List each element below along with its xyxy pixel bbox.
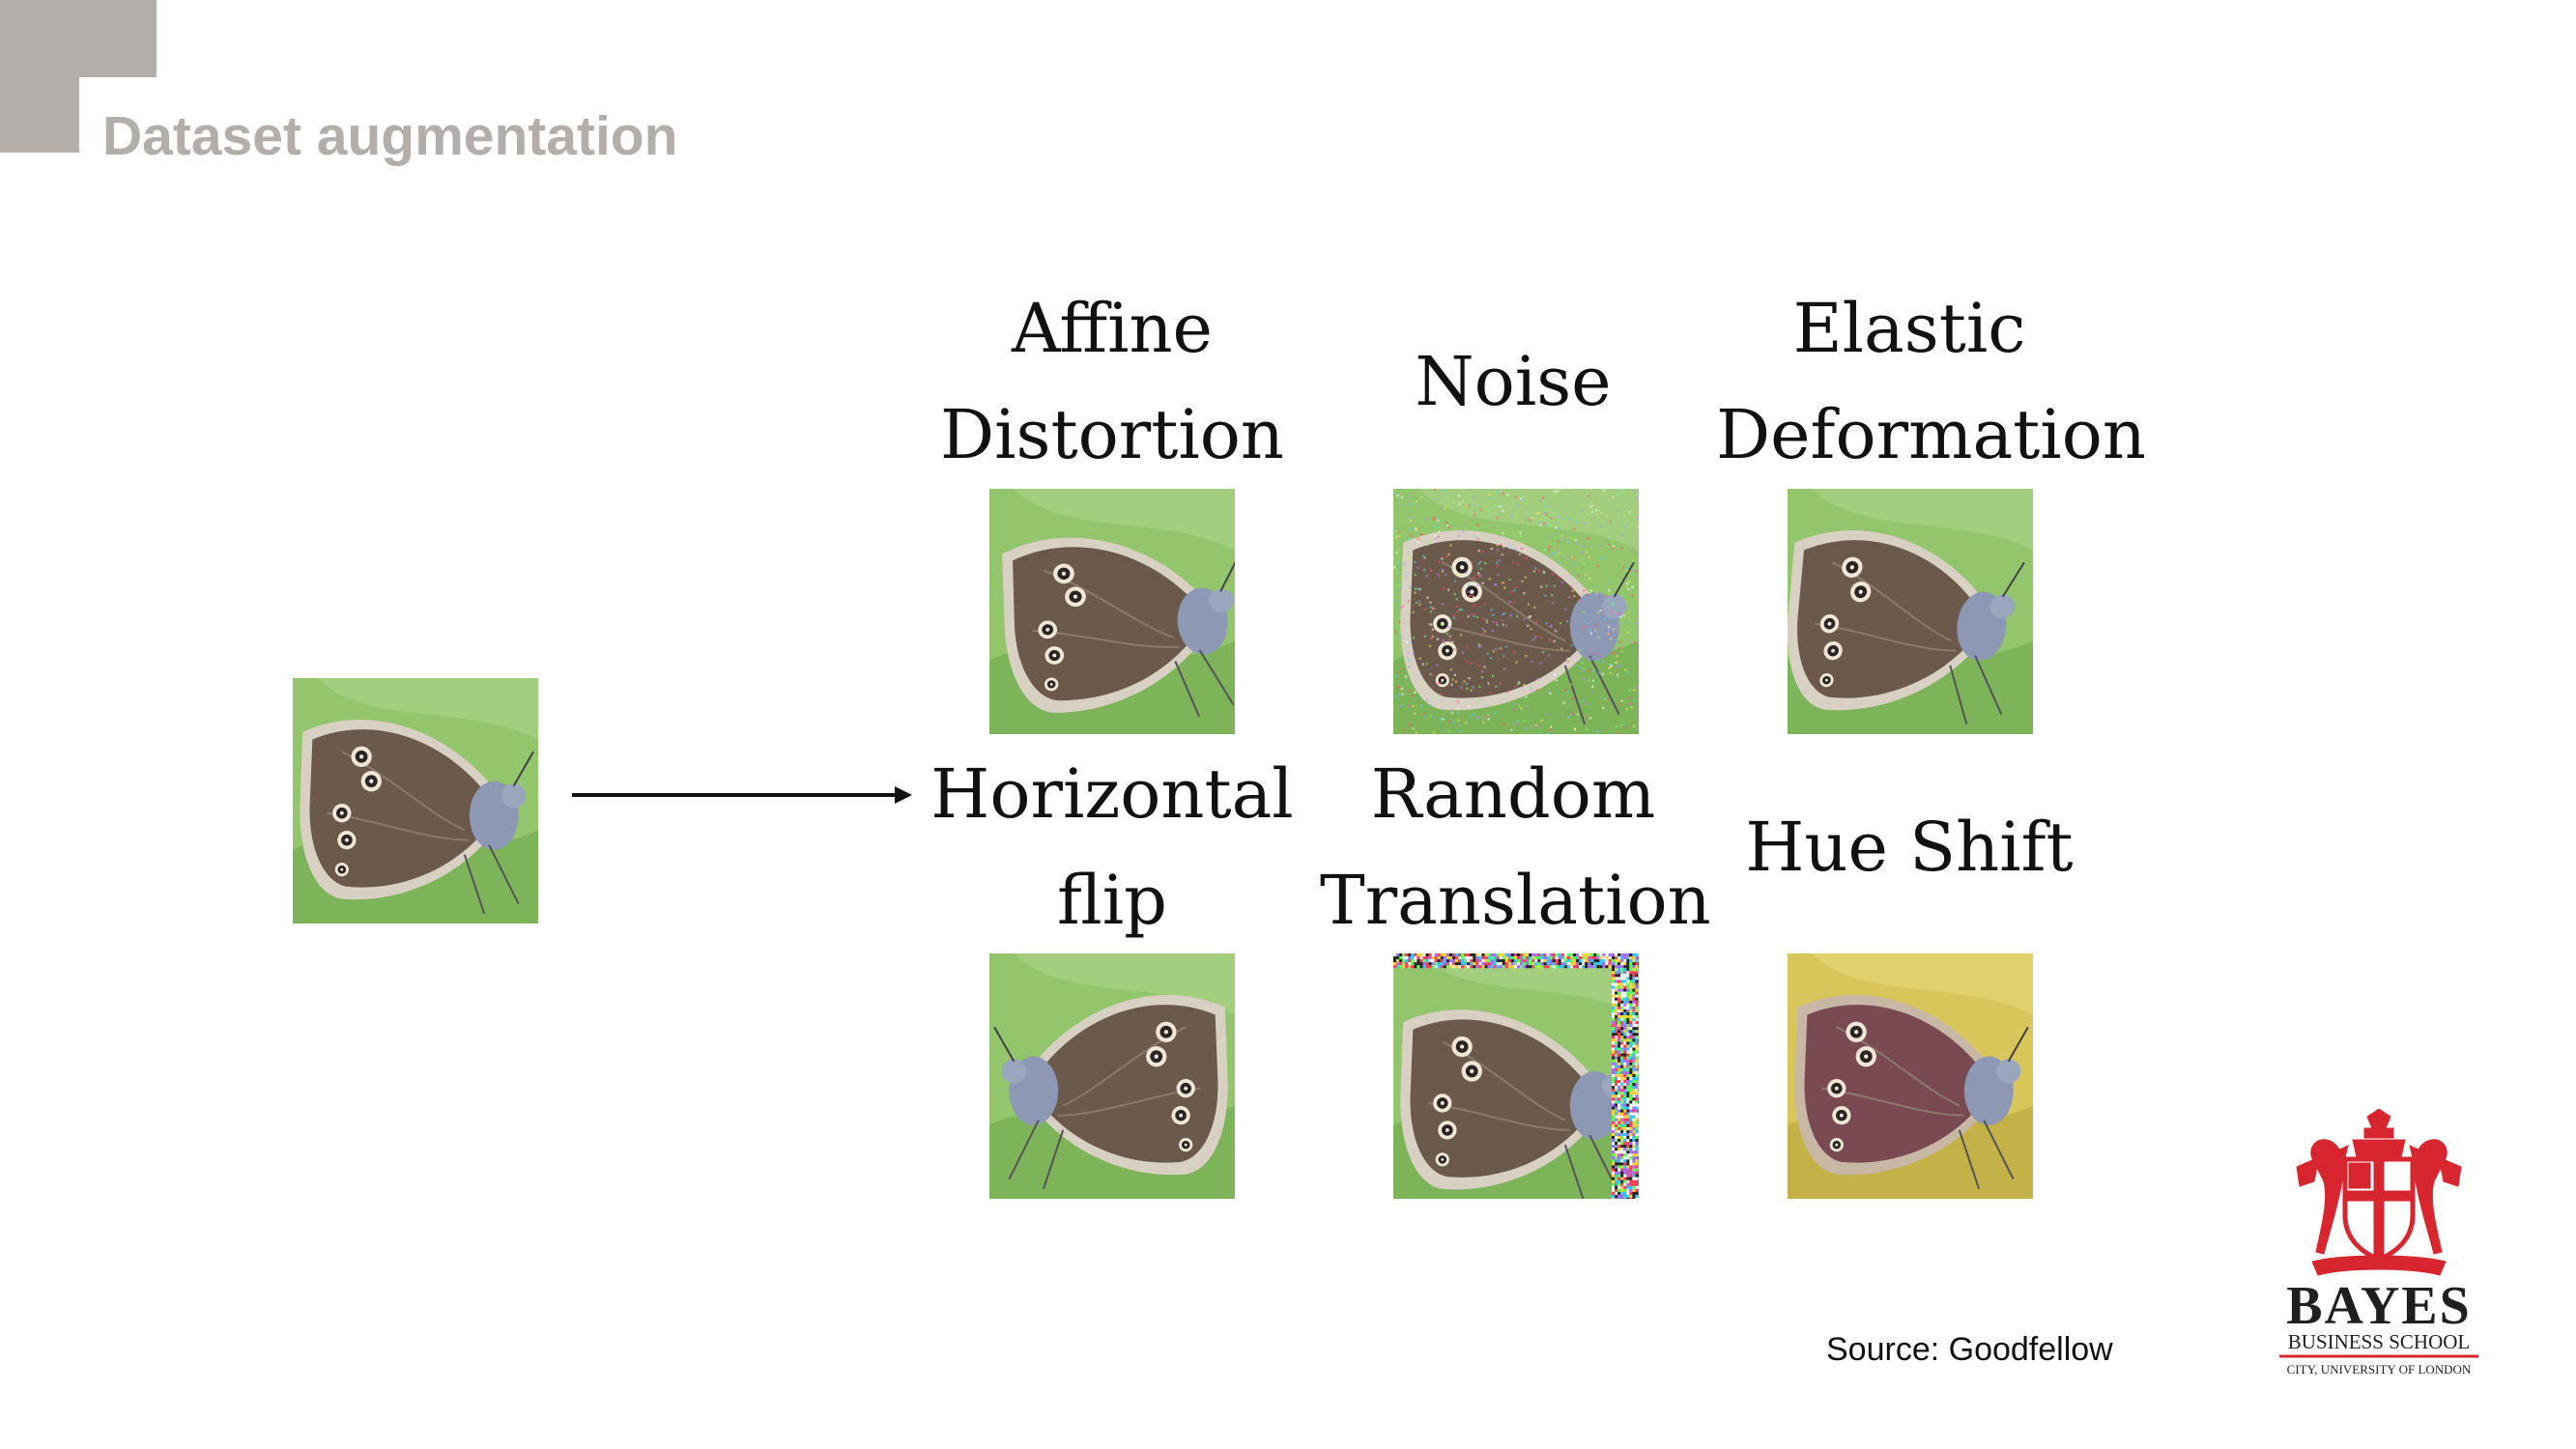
arrow-icon xyxy=(572,786,912,804)
logo-wordmark: BAYES xyxy=(2286,1276,2472,1336)
logo-subtitle: BUSINESS SCHOOL xyxy=(2288,1330,2470,1353)
elastic-deformation-image xyxy=(1788,489,2033,734)
corner-accent xyxy=(0,0,157,77)
source-caption: Source: Goodfellow xyxy=(1826,1331,2113,1368)
horizontal-flip-image xyxy=(989,953,1235,1199)
bayes-logo: BAYES BUSINESS SCHOOL CITY, UNIVERSITY O… xyxy=(2275,1108,2482,1383)
label-noise: Noise xyxy=(1415,342,1612,421)
original-butterfly-image xyxy=(293,678,538,923)
logo-university: CITY, UNIVERSITY OF LONDON xyxy=(2287,1362,2472,1377)
random-translation-image xyxy=(1393,953,1639,1199)
corner-accent-lower xyxy=(0,77,79,153)
slide-title: Dataset augmentation xyxy=(102,105,678,167)
label-hue-shift: Hue Shift xyxy=(1745,808,2074,887)
hue-shift-image xyxy=(1788,953,2033,1199)
noise-image xyxy=(1393,489,1639,734)
affine-distortion-image xyxy=(989,489,1235,734)
crest-icon: BAYES BUSINESS SCHOOL CITY, UNIVERSITY O… xyxy=(2279,1108,2478,1377)
